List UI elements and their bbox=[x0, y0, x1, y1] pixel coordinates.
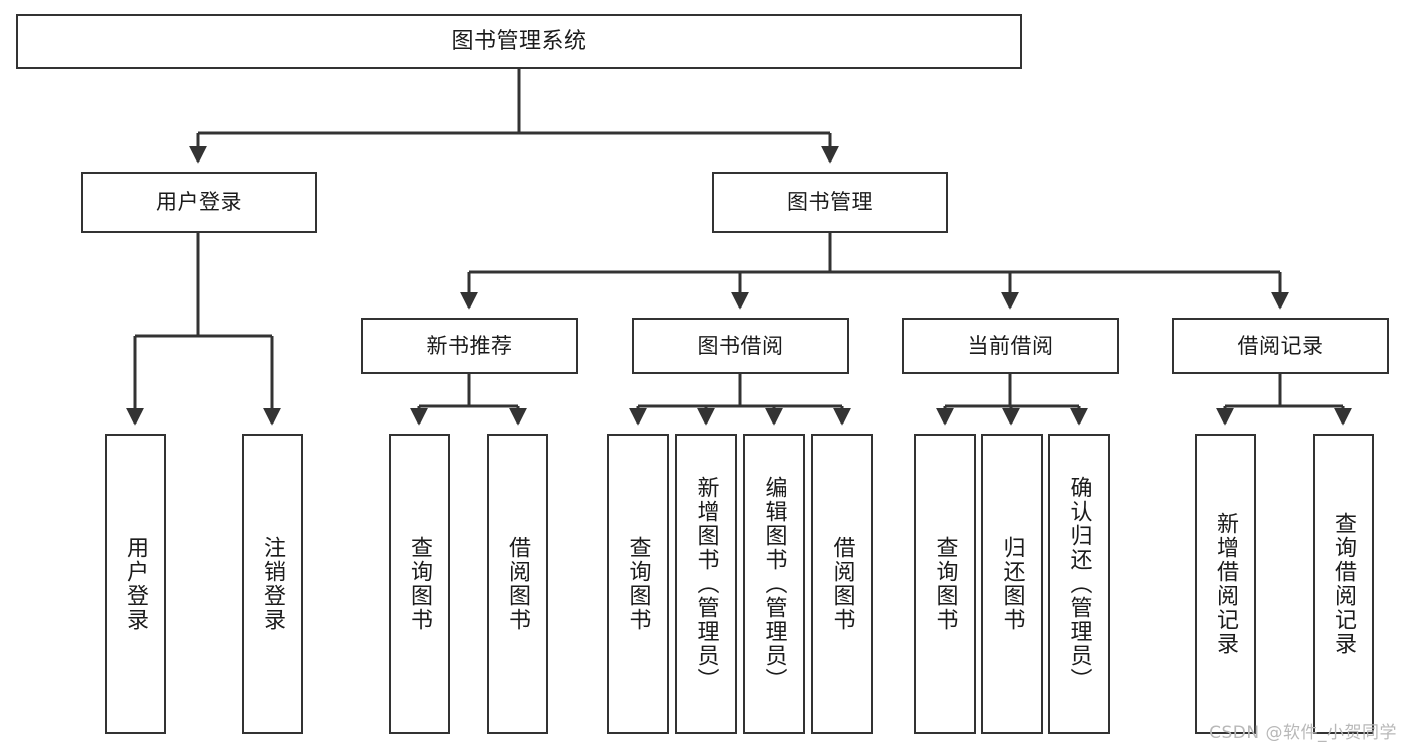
node-label: 查询借阅记录 bbox=[1331, 512, 1357, 656]
node-label: 编辑图书（管理员） bbox=[761, 476, 787, 692]
node-current-borrow[interactable]: 当前借阅 bbox=[902, 318, 1119, 374]
node-label: 查询图书 bbox=[625, 536, 651, 632]
leaf-user-login[interactable]: 用户登录 bbox=[105, 434, 166, 734]
node-label: 借阅图书 bbox=[829, 536, 855, 632]
node-label: 归还图书 bbox=[999, 536, 1025, 632]
leaf-query-book-current[interactable]: 查询图书 bbox=[914, 434, 976, 734]
node-label: 当前借阅 bbox=[967, 333, 1054, 358]
leaf-edit-book-admin[interactable]: 编辑图书（管理员） bbox=[743, 434, 805, 734]
leaf-query-borrow-record[interactable]: 查询借阅记录 bbox=[1313, 434, 1374, 734]
node-label: 图书借阅 bbox=[697, 333, 784, 358]
leaf-borrow-book[interactable]: 借阅图书 bbox=[811, 434, 873, 734]
node-label: 新增借阅记录 bbox=[1213, 512, 1239, 656]
node-label: 用户登录 bbox=[123, 536, 149, 632]
node-label: 注销登录 bbox=[260, 536, 286, 632]
node-label: 确认归还（管理员） bbox=[1066, 476, 1092, 692]
node-book-borrow[interactable]: 图书借阅 bbox=[632, 318, 849, 374]
node-label: 新增图书（管理员） bbox=[693, 476, 719, 692]
csdn-watermark: CSDN @软件_小贺同学 bbox=[1209, 723, 1397, 743]
node-label: 借阅记录 bbox=[1237, 333, 1324, 358]
node-label: 查询图书 bbox=[407, 536, 433, 632]
node-user-login[interactable]: 用户登录 bbox=[81, 172, 317, 233]
leaf-query-book-new-books[interactable]: 查询图书 bbox=[389, 434, 450, 734]
leaf-logout[interactable]: 注销登录 bbox=[242, 434, 303, 734]
leaf-return-book[interactable]: 归还图书 bbox=[981, 434, 1043, 734]
node-label: 查询图书 bbox=[932, 536, 958, 632]
node-book-management[interactable]: 图书管理 bbox=[712, 172, 948, 233]
node-label: 图书管理系统 bbox=[451, 28, 587, 54]
node-label: 用户登录 bbox=[156, 190, 242, 215]
node-borrow-record[interactable]: 借阅记录 bbox=[1172, 318, 1389, 374]
node-label: 新书推荐 bbox=[426, 333, 513, 358]
node-label: 借阅图书 bbox=[505, 536, 531, 632]
leaf-confirm-return-admin[interactable]: 确认归还（管理员） bbox=[1048, 434, 1110, 734]
leaf-borrow-book-new-books[interactable]: 借阅图书 bbox=[487, 434, 548, 734]
node-root-book-management-system[interactable]: 图书管理系统 bbox=[16, 14, 1022, 69]
node-label: 图书管理 bbox=[787, 190, 873, 215]
node-new-book-recommendation[interactable]: 新书推荐 bbox=[361, 318, 578, 374]
leaf-query-book-borrow[interactable]: 查询图书 bbox=[607, 434, 669, 734]
leaf-add-borrow-record[interactable]: 新增借阅记录 bbox=[1195, 434, 1256, 734]
leaf-add-book-admin[interactable]: 新增图书（管理员） bbox=[675, 434, 737, 734]
